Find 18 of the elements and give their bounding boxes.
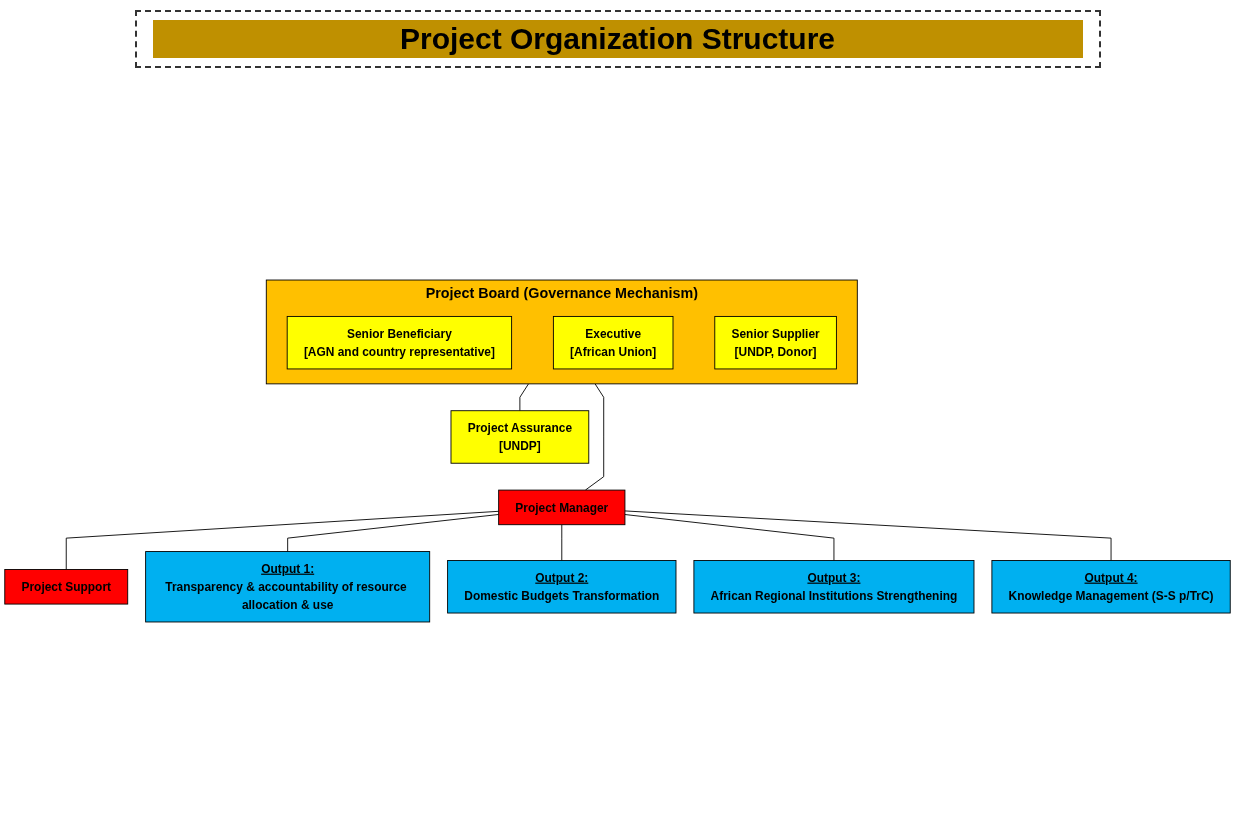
connector	[561, 524, 563, 561]
connector	[65, 510, 500, 570]
node-box: Senior Supplier [UNDP, Donor]	[714, 316, 837, 370]
node-box: Executive [African Union]	[552, 316, 674, 370]
node-box: Project Support	[4, 569, 129, 605]
node-box: Output 3: African Regional Institutions Strengthening	[693, 560, 975, 614]
diagram-title: Project Organization Structure	[152, 20, 1083, 58]
node-box: Output 4: Knowledge Management (S-S p/TrC)	[991, 560, 1231, 614]
node-box: Output 2: Domestic Budgets Transformation	[447, 560, 677, 614]
connector	[519, 383, 529, 412]
connector	[624, 514, 835, 561]
node-box: Project Assurance [UNDP]	[450, 410, 590, 464]
node-box: Senior Beneficiary [AGN and country representative]	[286, 316, 513, 370]
node-box: Output 1: Transparency & accountability of resource allocation & use	[145, 551, 431, 623]
connector	[624, 510, 1112, 561]
node-box: Project Manager	[498, 489, 626, 526]
connector	[287, 514, 500, 552]
connector	[584, 383, 605, 491]
